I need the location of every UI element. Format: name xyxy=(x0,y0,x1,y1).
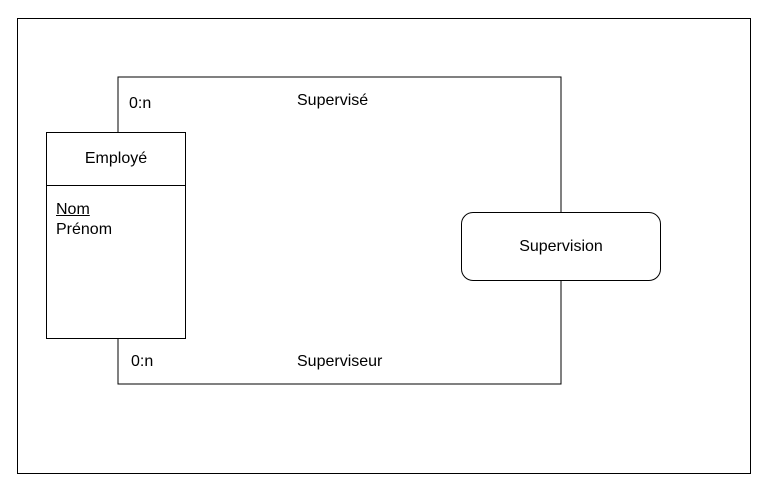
cardinality-superviseur: 0:n xyxy=(131,353,154,370)
link-superviseur[interactable] xyxy=(117,281,562,385)
role-superviseur: Superviseur xyxy=(297,353,383,370)
attribute-nom: Nom xyxy=(56,201,90,218)
relationship-name: Supervision xyxy=(519,237,603,255)
entity-employe[interactable]: Employé Nom Prénom xyxy=(46,132,186,339)
cardinality-supervise: 0:n xyxy=(129,95,152,112)
role-supervise: Supervisé xyxy=(297,92,369,109)
entity-attributes: Nom Prénom xyxy=(56,200,112,240)
entity-name: Employé xyxy=(47,133,185,186)
link-supervise[interactable] xyxy=(117,76,562,212)
attribute-prenom: Prénom xyxy=(56,221,113,238)
relationship-supervision[interactable]: Supervision xyxy=(461,212,661,281)
diagram-frame xyxy=(17,18,751,474)
